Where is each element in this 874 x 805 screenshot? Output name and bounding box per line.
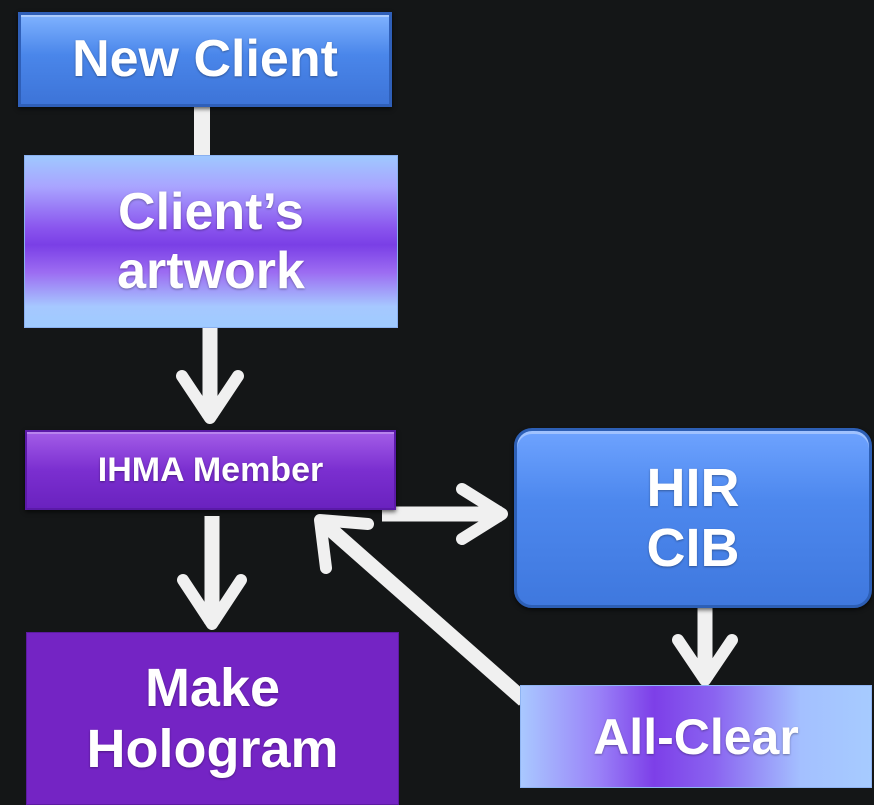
node-make-hologram-label-line2: Hologram [86,718,339,779]
node-make-hologram-label-line1: Make [144,658,281,719]
node-all-clear-label: All-Clear [593,708,799,765]
node-hir-cib-label-line1: HIR [646,457,740,518]
edge-ihma-member-to-hir-cib [382,483,508,545]
node-new-client-label: New Client [72,30,338,89]
edge-hir-cib-to-all-clear [672,608,738,686]
node-hir-cib-label-line2: CIB [646,518,740,578]
node-clients-artwork-label-line1: Client’s [118,183,304,242]
node-all-clear: All-Clear [520,685,872,788]
node-ihma-member-label: IHMA Member [97,450,324,489]
node-clients-artwork-label-line2: artwork [117,241,305,300]
node-make-hologram: Make Hologram [26,632,399,805]
edge-ihma-member-to-make-hologram [177,516,247,630]
edge-artwork-to-ihma-member [176,328,244,424]
node-clients-artwork: Client’s artwork [24,155,398,328]
node-hir-cib: HIR CIB [514,428,872,608]
node-ihma-member: IHMA Member [25,430,396,510]
node-new-client: New Client [18,12,392,107]
